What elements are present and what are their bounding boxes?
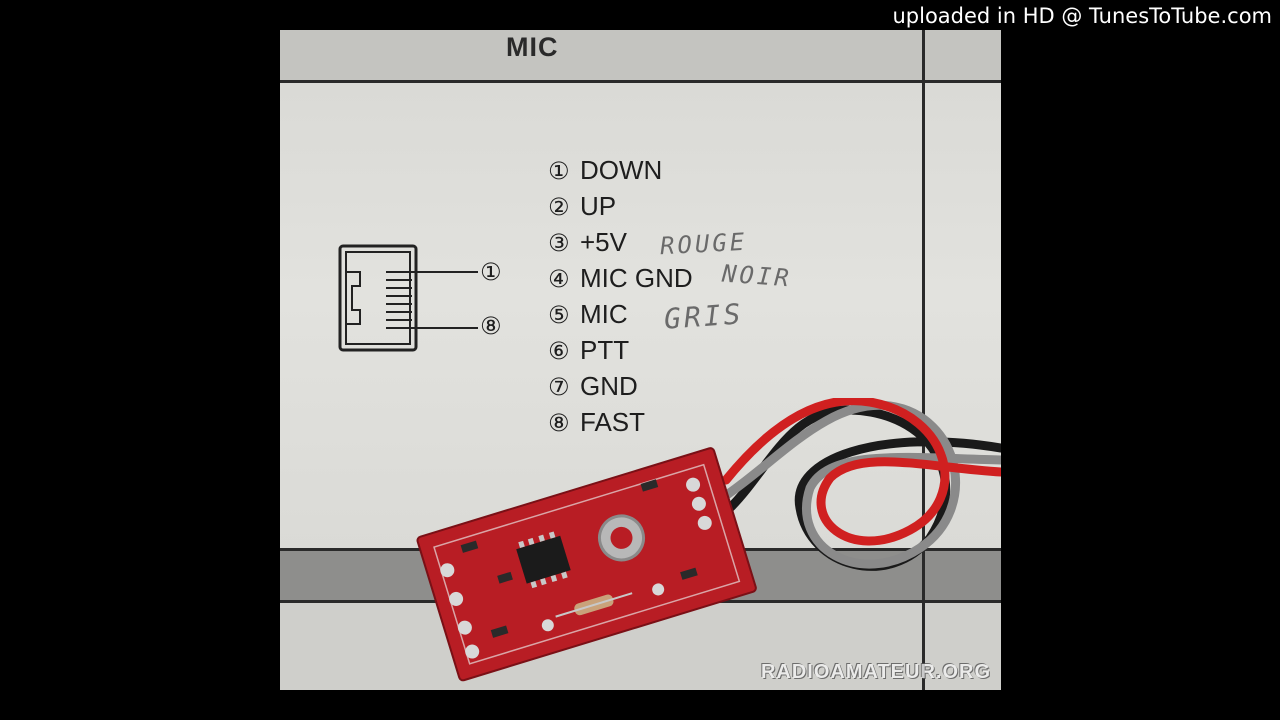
pin-label: MIC GND <box>580 263 693 293</box>
manual-header-band <box>280 30 1001 82</box>
table-rule <box>280 80 1001 83</box>
handwritten-gris: GRIS <box>662 297 745 336</box>
jack-callout-last: ⑧ <box>480 312 502 340</box>
manual-section-title: MIC <box>506 32 559 62</box>
pin-label: PTT <box>580 335 630 365</box>
pin-label: DOWN <box>580 155 663 185</box>
rj45-jack-diagram <box>338 244 478 352</box>
pcb <box>416 447 757 682</box>
table-column-rule <box>922 30 925 690</box>
pin-label: FAST <box>580 407 646 437</box>
wire-bundle <box>721 398 1001 571</box>
site-watermark: RADIOAMATEUR.ORG <box>760 661 991 683</box>
pcb-board-photo <box>416 398 1001 682</box>
pin-item: ③+5V <box>548 227 627 257</box>
handwritten-rouge: ROUGE <box>659 227 748 261</box>
pin-label: UP <box>580 191 617 221</box>
pin-label: MIC <box>580 299 628 329</box>
pin-label: GND <box>580 371 638 401</box>
pin-label: +5V <box>580 227 627 257</box>
jack-callout-first: ① <box>480 258 502 286</box>
watermark-top: uploaded in HD @ TunesToTube.com <box>892 4 1272 28</box>
handwritten-noir: NOIR <box>721 259 793 293</box>
